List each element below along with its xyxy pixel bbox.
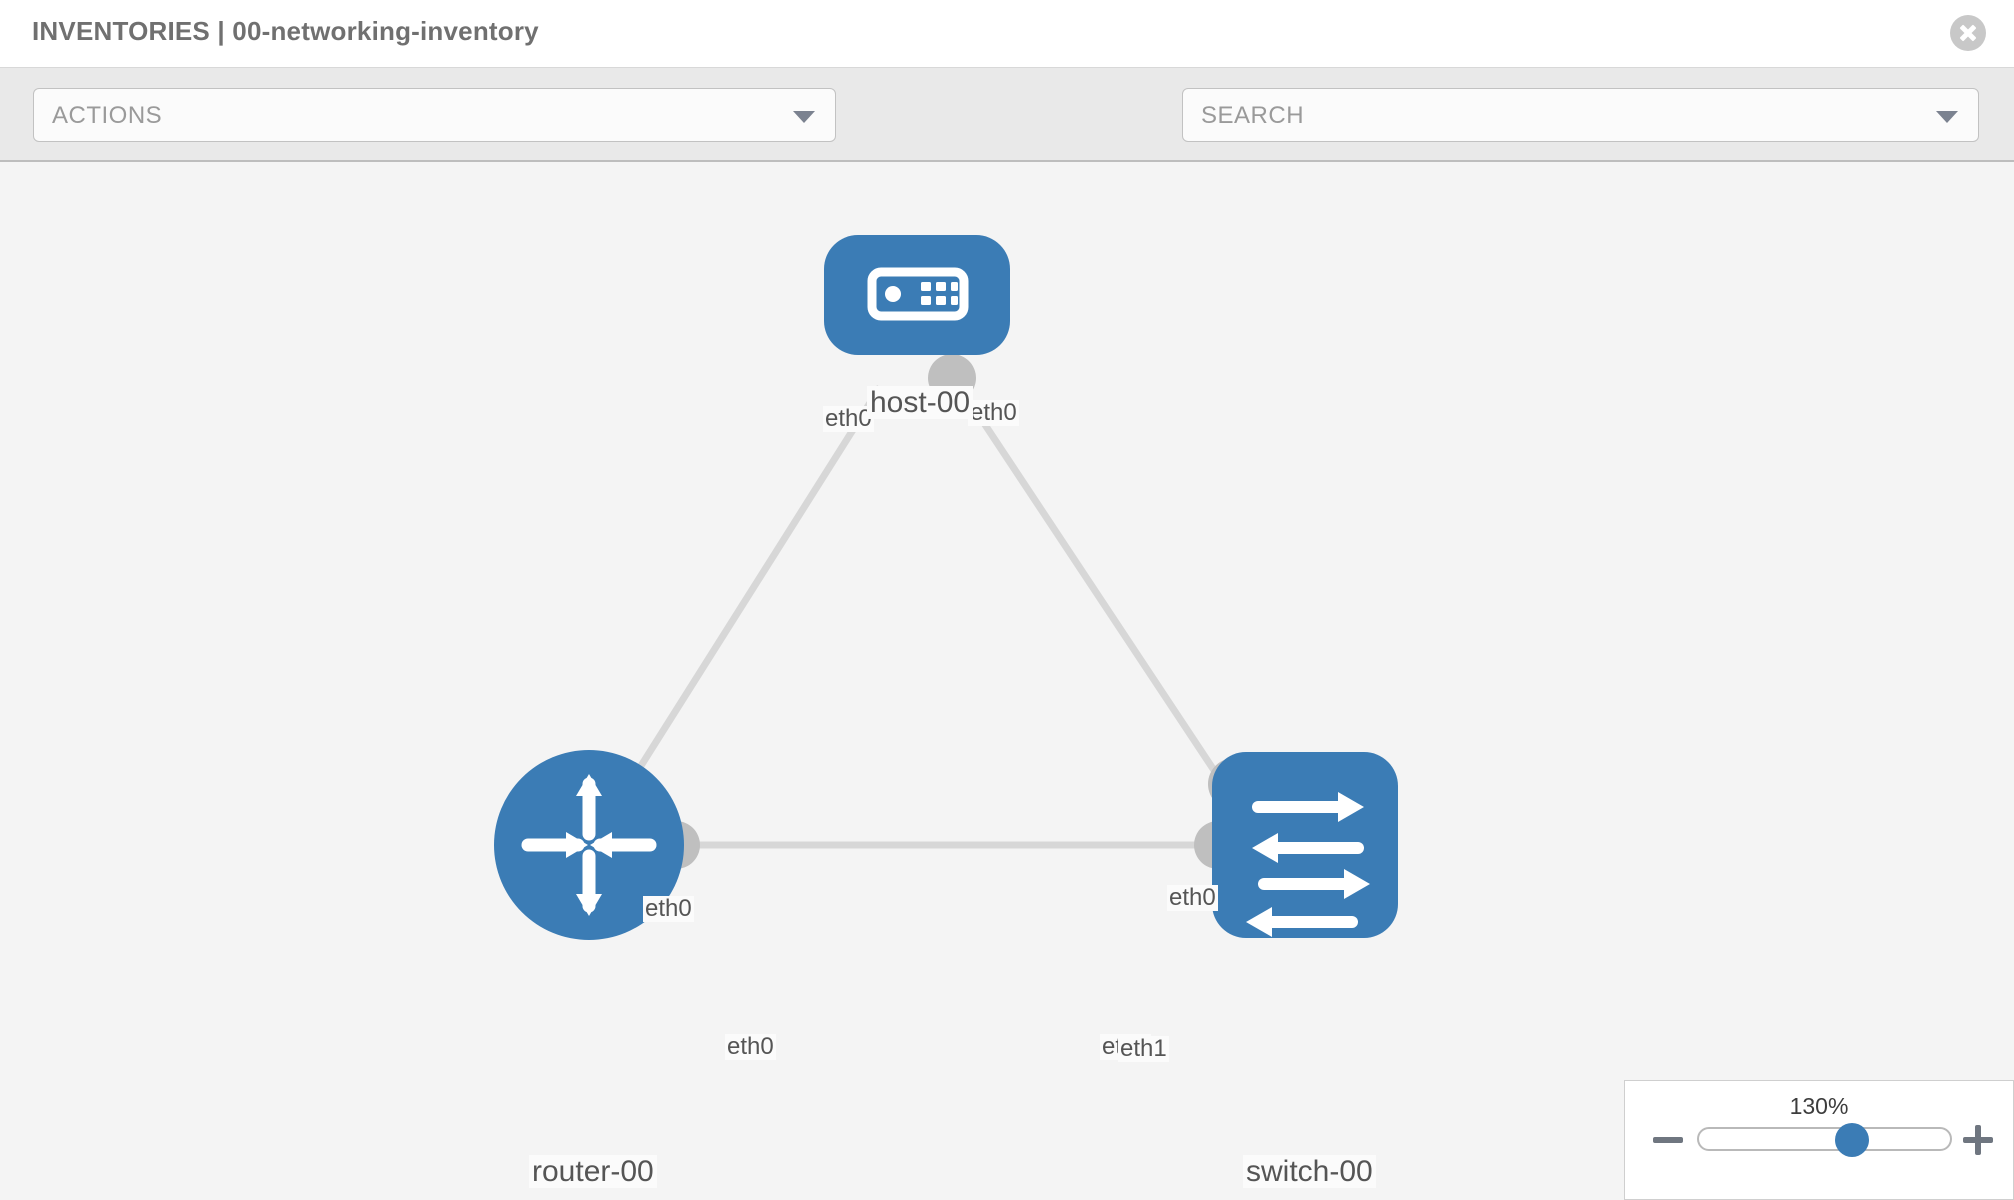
zoom-slider-thumb[interactable] xyxy=(1835,1123,1870,1157)
chevron-down-icon xyxy=(793,111,815,123)
page-header: INVENTORIES | 00-networking-inventory xyxy=(0,0,2014,68)
actions-dropdown-label: ACTIONS xyxy=(52,102,163,129)
plus-icon[interactable] xyxy=(1963,1125,1993,1155)
node-label-switch-00: switch-00 xyxy=(1243,1155,1376,1188)
edge-host-router xyxy=(612,385,883,809)
zoom-control-panel: 130% xyxy=(1624,1080,2014,1200)
topology-graph xyxy=(494,235,1398,940)
close-icon[interactable] xyxy=(1950,15,1986,51)
node-label-host-00: host-00 xyxy=(867,386,974,419)
page-title: INVENTORIES | 00-networking-inventory xyxy=(32,16,539,46)
edge-label-host-right: eth0 xyxy=(968,399,1019,427)
minus-icon[interactable] xyxy=(1653,1125,1683,1155)
edge-host-switch xyxy=(957,385,1238,804)
zoom-level-value: 130% xyxy=(1789,1093,1849,1119)
chevron-down-icon xyxy=(1936,111,1958,123)
toolbar: ACTIONS SEARCH xyxy=(0,68,2014,202)
edge-label-host-left: eth0 xyxy=(823,405,874,433)
edge-label-router-right: eth0 xyxy=(725,1033,776,1061)
edge-label-switch-left-front: eth1 xyxy=(1118,1035,1169,1063)
search-placeholder: SEARCH xyxy=(1201,102,1305,129)
node-switch-00 xyxy=(1212,752,1398,938)
connector-group xyxy=(652,354,1260,869)
edge-label-router-up: eth0 xyxy=(643,895,694,923)
zoom-slider[interactable] xyxy=(1697,1123,1952,1157)
edge-group xyxy=(612,385,1238,849)
search-input[interactable]: SEARCH xyxy=(1182,88,1979,142)
node-label-router-00: router-00 xyxy=(529,1155,657,1188)
node-router-00 xyxy=(494,750,684,940)
node-host-00 xyxy=(824,235,1010,355)
edge-label-switch-up: eth0 xyxy=(1167,884,1218,912)
topology-canvas[interactable]: eth0 eth0 host-00 eth0 eth0 eth0 eth0 et… xyxy=(0,162,2014,1200)
actions-dropdown[interactable]: ACTIONS xyxy=(33,88,836,142)
